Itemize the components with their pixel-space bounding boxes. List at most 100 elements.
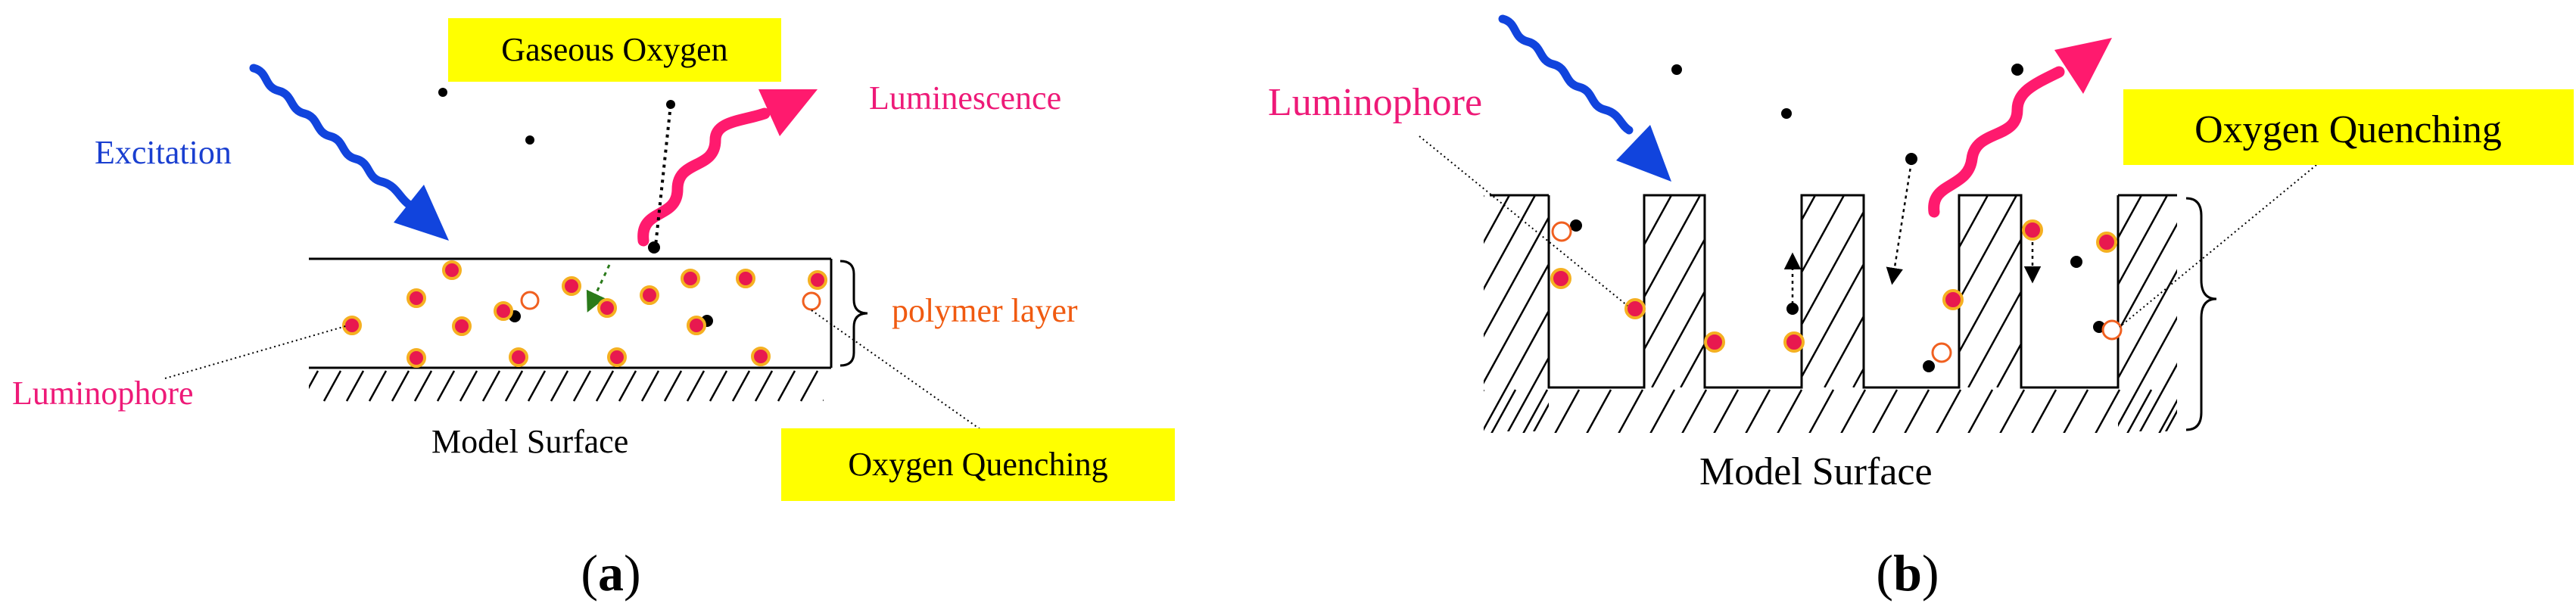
- caption-a: (a): [581, 544, 640, 602]
- luminophore-dot-icon: [452, 316, 472, 336]
- luminescence-label: Luminescence: [869, 79, 1061, 117]
- luminophore-dot-icon: [509, 347, 528, 367]
- base-hatching: [1484, 389, 2177, 433]
- hatch-stroke: [345, 370, 365, 402]
- hatch-stroke: [777, 370, 796, 402]
- hatch-stroke: [663, 370, 683, 402]
- hatch-stroke: [2118, 269, 2177, 381]
- luminophore-dot-icon: [1942, 289, 1964, 310]
- luminescence-wavy-arrow-icon: [637, 107, 771, 247]
- oxygen-diffusion-path: [654, 104, 672, 247]
- luminophore-leader-line: [1419, 135, 1628, 306]
- hatch-stroke: [1824, 195, 1932, 387]
- hatch-stroke: [2095, 389, 2121, 433]
- hatch-stroke: [731, 370, 751, 402]
- luminophore-dot-icon: [342, 316, 362, 335]
- luminophore-dot-icon: [1624, 298, 1646, 319]
- hatch-stroke: [1537, 195, 1643, 387]
- hatch-stroke: [1484, 390, 1485, 392]
- oxygen-quenching-label: Oxygen Quenching: [2194, 108, 2502, 151]
- excitation-arrowhead-icon: [1616, 125, 1671, 182]
- luminophore-dot-icon: [406, 288, 426, 308]
- hatch-stroke: [1484, 194, 1511, 244]
- hatch-stroke: [481, 370, 501, 402]
- quenched-luminophore-icon: [802, 291, 821, 311]
- hatch-stroke: [1713, 389, 1740, 433]
- hatch-stroke: [1745, 389, 1771, 433]
- hatch-stroke: [309, 370, 319, 390]
- hatch-stroke: [1522, 389, 1549, 433]
- luminescence-wavy-arrow-icon: [1928, 66, 2065, 218]
- oxygen-molecule-icon: [2070, 256, 2082, 268]
- porous-layer-brace: [2185, 197, 2217, 431]
- luminophore-dot-icon: [1704, 331, 1725, 353]
- luminophore-dot-icon: [1550, 268, 1571, 289]
- hatch-stroke: [459, 370, 478, 402]
- hatch-stroke: [1999, 389, 2026, 433]
- oxygen-molecule-icon: [666, 100, 675, 109]
- hatch-stroke: [1936, 389, 1962, 433]
- model-surface-label: Model Surface: [1699, 450, 1933, 493]
- hatch-stroke: [504, 370, 524, 402]
- polymer-layer-brace: [839, 260, 868, 367]
- hatch-stroke: [391, 370, 410, 402]
- gaseous-oxygen-label: Gaseous Oxygen: [501, 31, 727, 68]
- luminophore-dot-icon: [2096, 232, 2117, 253]
- quenched-luminophores-b: [1551, 221, 2123, 363]
- hatch-stroke: [2241, 195, 2373, 435]
- left-wall-hatching: [1484, 194, 1715, 435]
- quenched-luminophore-icon: [2101, 319, 2123, 341]
- hatch-stroke: [2031, 389, 2057, 433]
- hatch-stroke: [1967, 389, 1994, 433]
- oxygen-molecule-icon: [438, 88, 447, 97]
- hatch-stroke: [368, 370, 388, 402]
- hatch-stroke: [709, 370, 728, 402]
- pillar-hatching: [1537, 195, 2021, 387]
- hatch-stroke: [1584, 195, 1715, 435]
- hatch-stroke: [618, 370, 637, 402]
- oxygen-molecule-icon: [1570, 219, 1582, 232]
- hatch-stroke: [2267, 195, 2399, 435]
- hatch-stroke: [2063, 389, 2089, 433]
- right-wall-hatching: [2118, 194, 2399, 435]
- hatch-stroke: [322, 370, 342, 402]
- luminophore-dot-icon: [607, 347, 627, 367]
- hatch-stroke: [1484, 262, 1549, 384]
- hatch-stroke: [1777, 389, 1803, 433]
- hatch-stroke: [527, 370, 547, 402]
- hatch-stroke: [1484, 194, 1537, 291]
- luminophore-dot-icon: [597, 298, 617, 318]
- oxygen-diffusion-arrow: [1886, 161, 1913, 285]
- oxygen-molecules: [438, 88, 713, 327]
- hatch-stroke: [822, 399, 824, 401]
- hatch-stroke: [1484, 195, 1485, 198]
- oxygen-molecule-icon: [1786, 303, 1799, 315]
- quenched-luminophore-icon: [1551, 221, 1572, 242]
- oxygen-molecule-icon: [2011, 64, 2023, 76]
- quenching-leader-line: [2119, 164, 2317, 328]
- hatch-stroke: [572, 370, 592, 402]
- panel-b: Luminophore Oxygen Quenching Model Surfa…: [1268, 14, 2574, 602]
- model-surface-label: Model Surface: [431, 423, 628, 460]
- hatch-stroke: [1484, 215, 1549, 338]
- hatch-stroke: [2164, 409, 2177, 431]
- luminophore-dot-icon: [406, 348, 426, 368]
- panel-a: Gaseous Oxygen Excitation Luminescence p…: [12, 18, 1175, 602]
- luminophore-dot-icon: [442, 260, 462, 280]
- porous-surface-profile: [1547, 194, 2120, 389]
- hatch-stroke: [1737, 195, 1846, 387]
- gaseous-oxygen-highlight: [448, 18, 781, 82]
- oxygen-quenching-highlight: [2123, 89, 2574, 165]
- polymer-layer-label: polymer layer: [892, 292, 1078, 329]
- hatch-stroke: [1586, 389, 1612, 433]
- hatch-stroke: [1618, 389, 1644, 433]
- luminophore-dot-icon: [681, 269, 700, 288]
- luminophore-dot-icon: [687, 316, 706, 335]
- oxygen-molecule-icon: [1671, 64, 1682, 75]
- luminescence-arrowhead-icon: [2054, 38, 2112, 94]
- luminophore-leader-line: [164, 325, 349, 379]
- luminophore-label: Luminophore: [12, 375, 194, 412]
- excitation-wavy-arrow-icon: [249, 64, 413, 209]
- hatch-stroke: [2118, 194, 2143, 240]
